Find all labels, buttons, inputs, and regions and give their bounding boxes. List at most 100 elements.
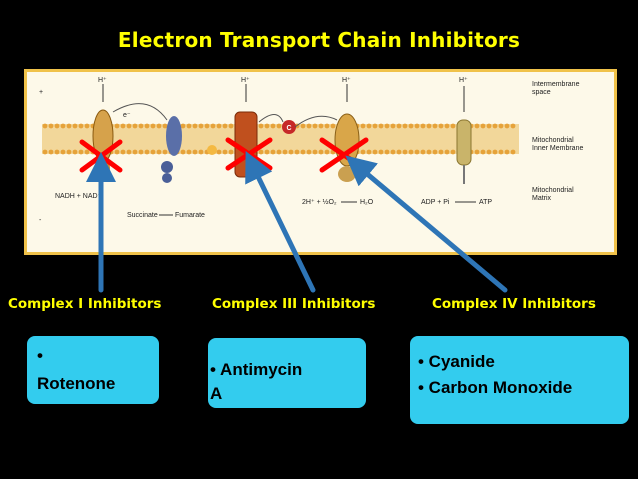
lipid-head [270,123,276,129]
lipid-head [312,149,318,155]
lipid-head [372,149,378,155]
lipid-head [402,149,408,155]
lipid-head [138,149,144,155]
lipid-head [450,123,456,129]
lipid-head [396,123,402,129]
complex-4-inhibitors-label: Complex IV Inhibitors [432,296,596,312]
complex-4-inhibitor-box: • Cyanide • Carbon Monoxide [410,336,629,424]
complex-3-inhibitors-label: Complex III Inhibitors [212,296,376,312]
lipid-head [54,123,60,129]
lipid-head [144,123,150,129]
lipid-head [414,149,420,155]
lipid-head [360,123,366,129]
inner-membrane-label-2: Inner Membrane [532,145,583,152]
inhibitor-antimycin-cont: A [210,384,223,403]
lipid-head [156,123,162,129]
complex-1-inhibitor-box: • Rotenone [27,336,159,404]
lipid-head [450,149,456,155]
h-plus-label: H⁺ [459,77,468,84]
lipid-head [426,149,432,155]
lipid-head [186,123,192,129]
lipid-head [120,123,126,129]
lipid-head [132,123,138,129]
lipid-head [54,149,60,155]
nadh-label: NADH + NAD⁺ [55,193,102,200]
lipid-head [60,149,66,155]
proton-pumping-arrows [102,84,465,112]
lipid-head [156,149,162,155]
membrane-band [42,124,519,154]
minus-sign: - [39,217,42,224]
etc-diagram: C H⁺ H⁺ H⁺ H⁺ e⁻ Intermembrane space [24,69,617,255]
electron-flow-arc [112,103,168,121]
electron-label: e⁻ [123,112,131,119]
lipid-head [66,123,72,129]
ubiquinone [207,145,217,155]
lipid-head [420,123,426,129]
lipid-head [504,149,510,155]
lipid-head [366,149,372,155]
lipid-head [150,123,156,129]
lipid-head [360,149,366,155]
complex-2 [161,116,182,183]
lipid-head [78,123,84,129]
lipid-head [66,149,72,155]
lipid-head [162,149,168,155]
succinate-label: Succinate [127,212,158,219]
lipid-head [42,123,48,129]
lipid-head [384,123,390,129]
lipid-head [480,149,486,155]
lipid-head [228,123,234,129]
plus-sign: + [39,89,43,96]
lipid-head [390,149,396,155]
lipid-head [228,149,234,155]
lipid-head [264,123,270,129]
lipid-head [60,123,66,129]
lipid-head [72,149,78,155]
lipid-head [444,123,450,129]
lipid-head [306,149,312,155]
lipid-head [318,123,324,129]
fumarate-label: Fumarate [175,212,205,219]
lipid-head [180,149,186,155]
lipid-head [510,123,516,129]
inhibitor-carbon-monoxide: • Carbon Monoxide [418,378,573,397]
inhibitor-rotenone: Rotenone [37,374,116,393]
bullet: • [37,346,43,365]
lipid-head [180,123,186,129]
red-x-icon [225,137,273,171]
lipid-head [324,149,330,155]
lipid-head [198,123,204,129]
lipid-head [222,149,228,155]
lipid-head [504,123,510,129]
lipid-head [366,123,372,129]
lipid-head [318,149,324,155]
h-plus-label: H⁺ [98,77,107,84]
matrix-label-2: Matrix [532,195,552,202]
complex-3-inhibitor-box: • Antimycin A [208,338,366,408]
lipid-head [324,123,330,129]
lipid-head [48,123,54,129]
lipid-head [486,123,492,129]
lipid-head [126,149,132,155]
lipid-head [426,123,432,129]
inhibitor-antimycin: • Antimycin [210,360,303,379]
lipid-head [42,149,48,155]
intermembrane-label-2: space [532,89,551,96]
lipid-head [372,123,378,129]
h-plus-label: H⁺ [342,77,351,84]
lipid-head [480,123,486,129]
lipid-head [48,149,54,155]
lipid-head [432,123,438,129]
intermembrane-label: Intermembrane [532,81,580,88]
lipid-head [492,123,498,129]
blue-arrow-icon [245,151,316,293]
complex-1-inhibitors-label: Complex I Inhibitors [8,296,162,312]
atp-label: ATP [479,199,492,206]
lipid-head [432,149,438,155]
lipid-head [294,149,300,155]
lipid-head [282,149,288,155]
lipid-head [438,123,444,129]
lipid-head [330,123,336,129]
